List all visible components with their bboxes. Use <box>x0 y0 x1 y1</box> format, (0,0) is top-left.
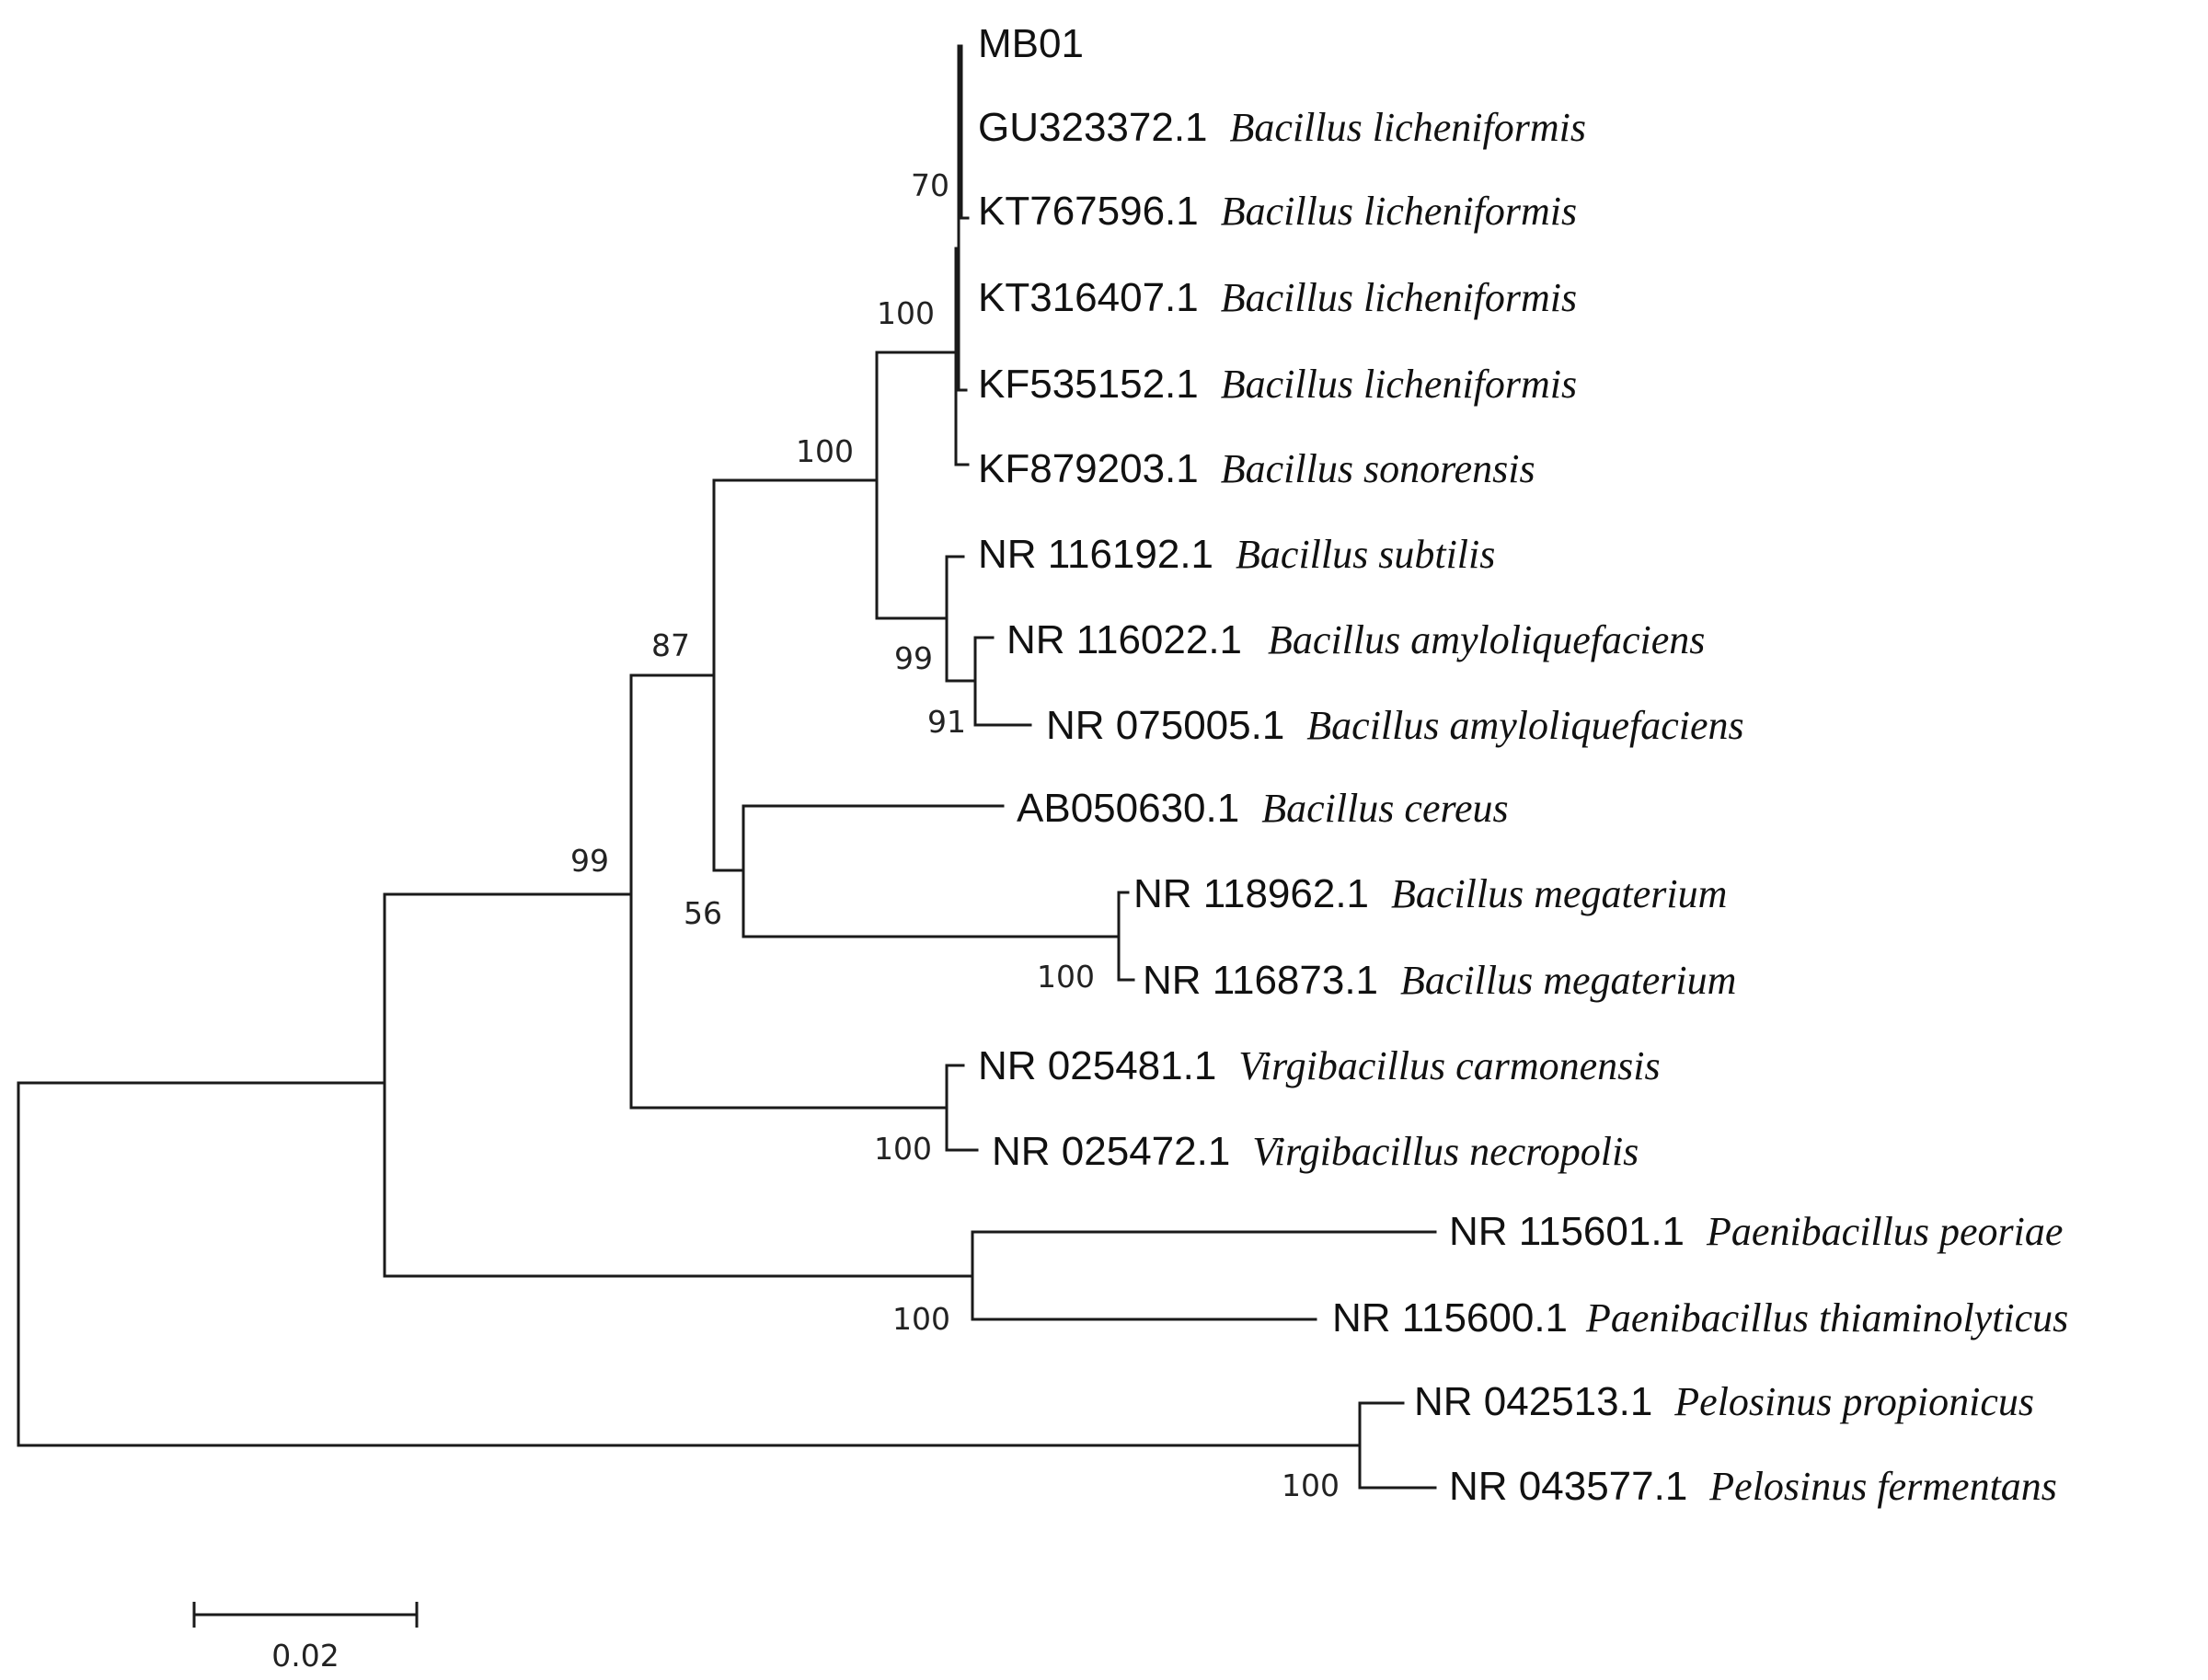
bootstrap-value: 56 <box>684 895 722 931</box>
tree-branches <box>17 44 1437 1490</box>
bootstrap-value: 100 <box>874 1131 932 1167</box>
bootstrap-value: 99 <box>570 843 609 879</box>
bootstrap-value: 100 <box>796 433 854 469</box>
bootstrap-value: 100 <box>1282 1467 1340 1503</box>
bootstrap-value: 100 <box>892 1301 950 1337</box>
bootstrap-value: 100 <box>1037 959 1095 995</box>
bootstrap-value: 87 <box>651 627 690 663</box>
bootstrap-value: 91 <box>927 704 966 740</box>
bootstrap-values: 70 100 100 99 91 87 56 100 99 100 100 10… <box>570 167 1340 1503</box>
scale-bar-label: 0.02 <box>271 1638 339 1674</box>
bootstrap-value: 70 <box>911 167 949 203</box>
bootstrap-value: 99 <box>894 640 933 676</box>
bootstrap-value: 100 <box>877 295 935 331</box>
taxon-label: MB01 <box>978 21 1084 66</box>
scale-bar: 0.02 <box>192 1602 419 1674</box>
